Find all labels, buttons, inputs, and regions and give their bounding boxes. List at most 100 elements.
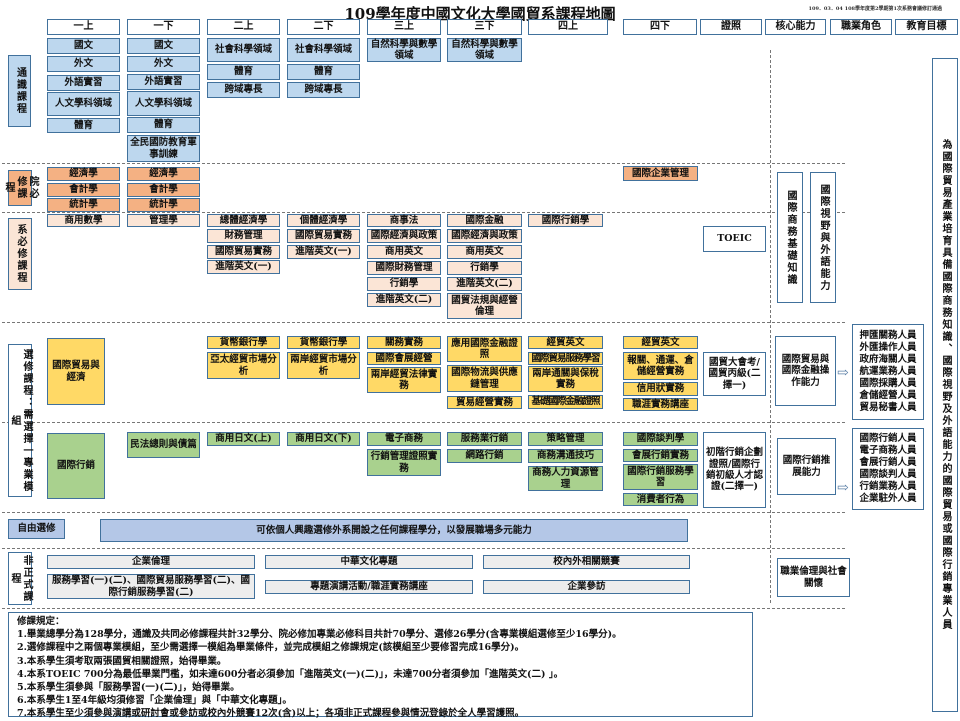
section-divider bbox=[2, 212, 845, 213]
education-goal: 為國際貿易產業培育具備國際商務知識、國際視野及外語能力的國際貿易或國際行銷專業人… bbox=[932, 58, 958, 712]
course-box: 國際談判學 bbox=[623, 432, 698, 446]
course-box: 人文學科領域 bbox=[47, 92, 120, 116]
career-role: 會展行銷人員 bbox=[859, 457, 917, 469]
course-box: 國際經濟與政策 bbox=[447, 229, 522, 243]
rule-item: 4.本系TOEIC 700分為最低畢業門檻，如未達600分者必須參加「進階英文(… bbox=[17, 668, 564, 680]
career-role: 貿易秘書人員 bbox=[859, 401, 917, 413]
column-header: 二下 bbox=[287, 19, 360, 35]
course-box: 國貿法規與經營倫理 bbox=[447, 293, 522, 319]
course-box: 商務溝通技巧 bbox=[528, 449, 603, 463]
column-header: 二上 bbox=[207, 19, 280, 35]
course-box: 人文學科領域 bbox=[127, 91, 200, 116]
career-role: 政府海關人員 bbox=[859, 354, 917, 366]
career-role: 航運業務人員 bbox=[859, 366, 917, 378]
column-header: 教育目標 bbox=[895, 19, 958, 35]
course-box: 國際貿易實務 bbox=[207, 245, 280, 259]
course-box: 商用數學 bbox=[47, 214, 120, 227]
course-box: 民法總則與債篇 bbox=[127, 432, 200, 458]
course-box: 外語實習 bbox=[127, 74, 200, 90]
course-box: 國際金融 bbox=[447, 214, 522, 227]
course-box: 行銷學 bbox=[367, 277, 441, 291]
course-box: 社會科學領域 bbox=[287, 38, 360, 62]
course-box: 自然科學與數學領域 bbox=[367, 38, 441, 62]
section-divider bbox=[2, 512, 845, 513]
career-roles-trade: 押匯關務人員外匯操作人員政府海關人員航運業務人員國際採購人員倉儲經營人員貿易秘書… bbox=[852, 324, 924, 420]
informal-item: 企業倫理 bbox=[47, 555, 255, 569]
section-label-general: 通識課程 bbox=[8, 55, 31, 127]
rules-title: 修課規定： bbox=[17, 616, 65, 627]
core-ability-trade: 國際貿易與國際金融操作能力 bbox=[775, 336, 836, 406]
course-box: 消費者行為 bbox=[623, 493, 698, 506]
core-ability-marketing: 國際行銷推展能力 bbox=[777, 438, 836, 495]
career-role: 國際採購人員 bbox=[859, 377, 917, 389]
column-divider bbox=[770, 50, 771, 603]
rule-item: 3.本系學生須考取兩張國貿相關證照，始得畢業。 bbox=[17, 655, 227, 667]
career-role: 國際行銷人員 bbox=[859, 433, 917, 445]
course-box: 國際行銷學 bbox=[528, 214, 603, 227]
course-box: 亞太經貿市場分析 bbox=[207, 352, 280, 379]
course-box: 兩岸通關與保稅實務 bbox=[528, 366, 603, 392]
certificate-marketing: 初階行銷企劃證照/國際行銷初級人才認證(二擇一) bbox=[703, 432, 766, 508]
course-box: 商用日文(下) bbox=[287, 432, 360, 446]
course-box: 商用英文 bbox=[367, 245, 441, 259]
course-box: 體育 bbox=[47, 118, 120, 133]
informal-item: 中華文化專題 bbox=[265, 555, 473, 569]
rule-item: 1.畢業總學分為128學分，通識及共同必修課程共計32學分、院必修加專業必修科目… bbox=[17, 629, 622, 641]
section-label-elective: 選修課程：需選擇一專業模組 bbox=[8, 344, 32, 497]
rule-item: 2.選修課程中之兩個專業模組，至少需選擇一模組為畢業條件，並完成模組之修課規定(… bbox=[17, 642, 525, 654]
core-ability: 國際商務基礎知識 bbox=[777, 172, 803, 303]
course-box: 管理學 bbox=[127, 214, 200, 227]
arrow-right-icon: ⇨ bbox=[837, 365, 849, 381]
course-box: 會展行銷實務 bbox=[623, 449, 698, 462]
course-box: 統計學 bbox=[47, 198, 120, 212]
career-role: 企業駐外人員 bbox=[859, 492, 917, 504]
course-box: 國際貿易實務 bbox=[287, 229, 360, 243]
course-box: 經濟學 bbox=[47, 167, 120, 181]
revision-note: 109．03．04 108學年度第2學期第1次系務會議修訂通過 bbox=[808, 6, 943, 12]
course-box: 服務業行銷 bbox=[447, 432, 522, 446]
course-box: 體育 bbox=[127, 117, 200, 133]
course-box: 進階英文(二) bbox=[447, 277, 522, 291]
course-box: 電子商務 bbox=[367, 432, 441, 446]
course-box: 行銷管理證照實務 bbox=[367, 449, 441, 476]
career-roles-marketing: 國際行銷人員電子商務人員會展行銷人員國際談判人員行銷業務人員企業駐外人員 bbox=[852, 428, 924, 510]
rule-item: 7.本系學生至少須參與演講或研討會或參訪或校內外競賽12次(含)以上；各項非正式… bbox=[17, 708, 525, 720]
certificate-trade: 國貿大會考/國貿丙級(二擇一) bbox=[703, 352, 766, 396]
section-label-dept: 系必修課程 bbox=[8, 218, 32, 290]
informal-item: 專題演講活動/職涯實務講座 bbox=[265, 580, 473, 594]
section-divider bbox=[2, 422, 845, 423]
informal-item: 企業參訪 bbox=[483, 580, 690, 594]
course-box: 商用英文 bbox=[447, 245, 522, 259]
course-box: 策略管理 bbox=[528, 432, 603, 446]
course-box: 商事法 bbox=[367, 214, 441, 227]
column-header: 三上 bbox=[367, 19, 441, 35]
free-elective-description: 可依個人興趣選修外系開設之任何課程學分，以發展職場多元能力 bbox=[100, 519, 688, 542]
course-box: 國際企業管理 bbox=[623, 166, 698, 181]
career-role: 行銷業務人員 bbox=[859, 480, 917, 492]
course-box: 體育 bbox=[207, 64, 280, 80]
column-header: 四上 bbox=[528, 19, 608, 35]
course-box: 總體經濟學 bbox=[207, 214, 280, 227]
rule-item: 5.本系學生須參與「服務學習(一)(二)」，始得畢業。 bbox=[17, 682, 240, 694]
career-role: 國際談判人員 bbox=[859, 469, 917, 480]
course-box: 基礎國際金融證照 bbox=[528, 395, 603, 409]
course-box: 個體經濟學 bbox=[287, 214, 360, 227]
course-box: 經貿英文 bbox=[623, 336, 698, 349]
rule-item: 6.本系學生1至4年級均須修習「企業倫理」與「中華文化專題」。 bbox=[17, 695, 292, 707]
course-box: 貨幣銀行學 bbox=[207, 336, 280, 349]
course-box: 國際財務管理 bbox=[367, 261, 441, 275]
course-box: 國際會展經營 bbox=[367, 352, 441, 365]
course-box: 自然科學與數學領域 bbox=[447, 38, 522, 62]
career-role: 電子商務人員 bbox=[859, 445, 917, 457]
section-divider bbox=[2, 548, 845, 549]
course-box: 國文 bbox=[47, 38, 120, 54]
course-box: 跨域專長 bbox=[287, 82, 360, 98]
informal-item: 服務學習(一)(二)、國際貿易服務學習(二)、國際行銷服務學習(二) bbox=[47, 574, 255, 599]
career-role: 倉儲經營人員 bbox=[859, 389, 917, 401]
course-box: 全民國防教育軍事訓練 bbox=[127, 135, 200, 162]
course-rules: 修課規定： 1.畢業總學分為128學分，通識及共同必修課程共計32學分、院必修加… bbox=[8, 612, 753, 720]
course-box: 報關、通運、倉儲經營實務 bbox=[623, 352, 698, 380]
course-box: 會計學 bbox=[127, 183, 200, 197]
section-divider bbox=[2, 608, 845, 609]
course-box: 進階英文(一) bbox=[207, 260, 280, 274]
